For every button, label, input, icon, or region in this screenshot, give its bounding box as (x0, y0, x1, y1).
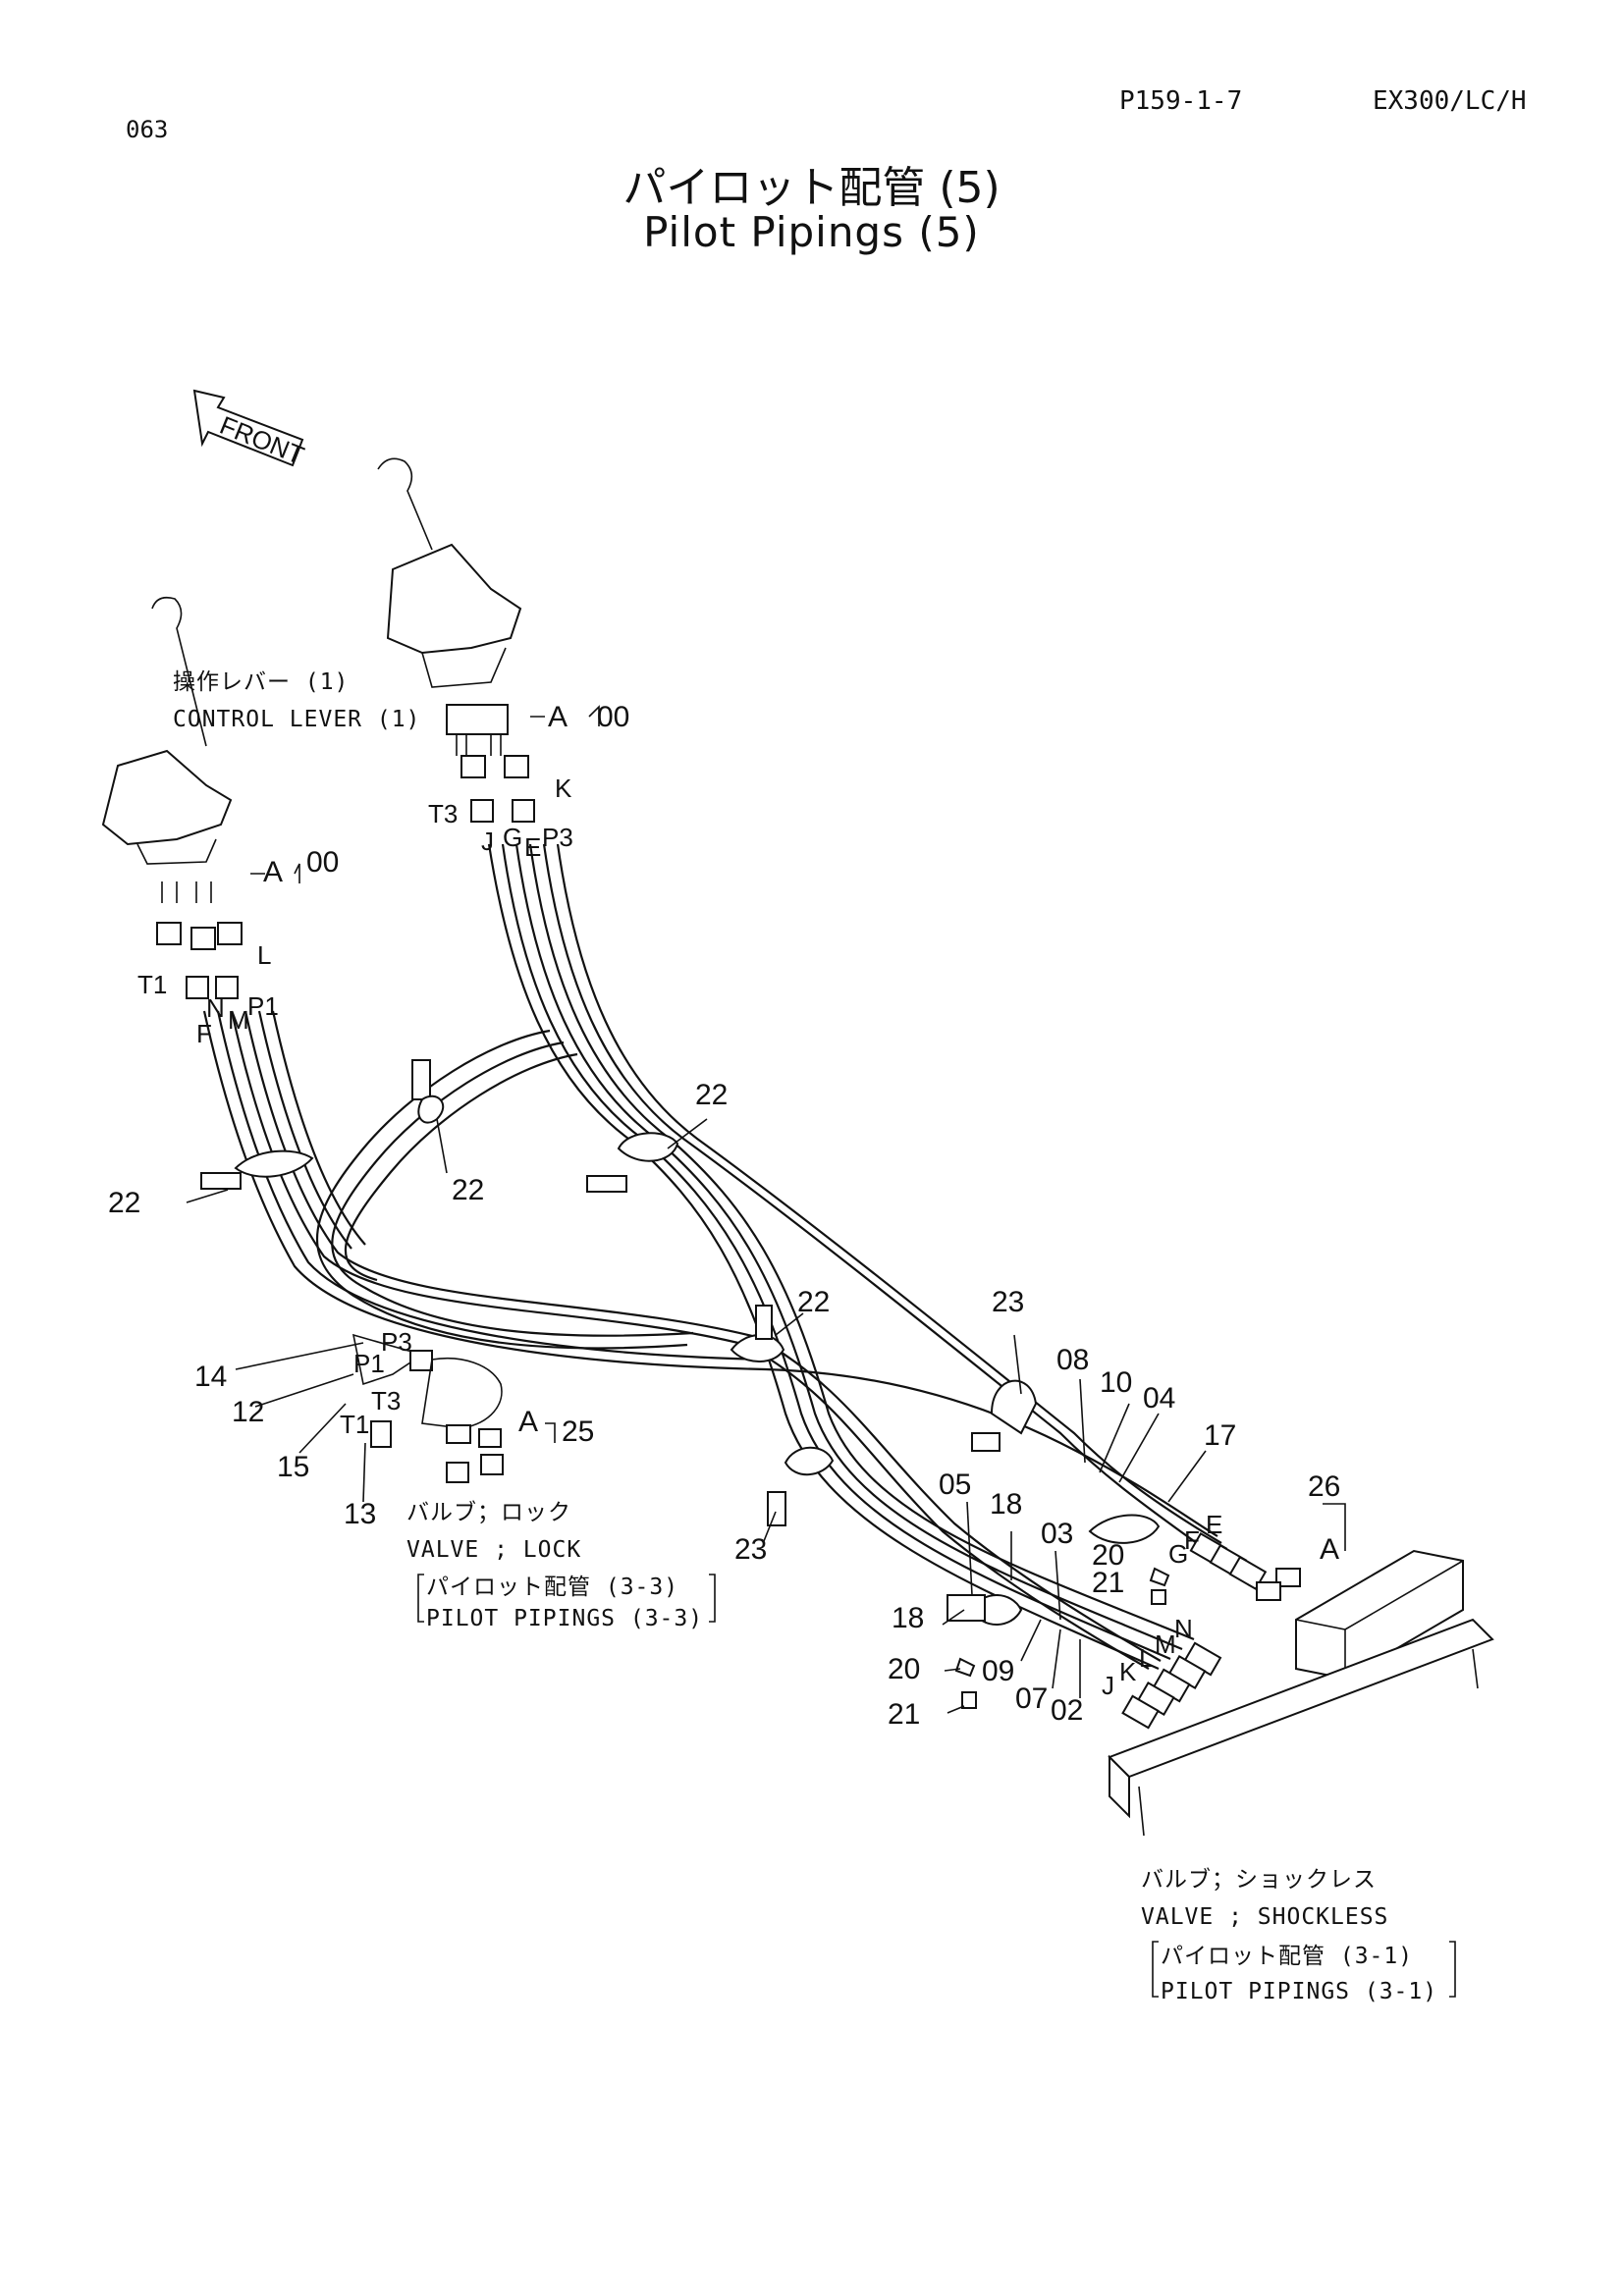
shockless-valve-note: バルブ；ショックレス VALVE ; SHOCKLESS パイロット配管 (3-… (1141, 1867, 1456, 2004)
callout-22-cross: 22 (797, 1286, 830, 1318)
callout-00-right: 00 (597, 701, 629, 733)
callout-22-loop: 22 (452, 1174, 484, 1206)
callout-08: 08 (1056, 1344, 1089, 1376)
page-title-japanese: パイロット配管 (5) (622, 163, 1001, 213)
lock-valve-note: バルブ；ロック VALVE ; LOCK パイロット配管 (3-3) PILOT… (406, 1500, 716, 1631)
shockless-valve-ref-en: PILOT PIPINGS (3-1) (1161, 1979, 1437, 2004)
lock-valve-jp: バルブ；ロック (406, 1500, 571, 1525)
clamps (200, 1059, 1170, 1709)
callout-21-lower: 21 (888, 1698, 920, 1731)
control-lever-note: 操作レバー (1) CONTROL LEVER (1) (173, 669, 420, 732)
port-t3-right: T3 (428, 799, 458, 828)
shockless-valve (1108, 1549, 1494, 1837)
port-m-valve: M (1155, 1629, 1176, 1659)
callout-07: 07 (1015, 1682, 1048, 1715)
callout-15: 15 (277, 1451, 309, 1483)
control-lever-right (377, 457, 535, 823)
control-lever-left (101, 596, 243, 999)
port-k-valve: K (1119, 1657, 1137, 1686)
callout-10: 10 (1100, 1366, 1132, 1399)
port-l-valve: L (1139, 1643, 1153, 1673)
shockless-valve-en: VALVE ; SHOCKLESS (1141, 1904, 1388, 1930)
port-a-lock: A (518, 1406, 538, 1438)
page-number: 063 (126, 116, 169, 143)
port-m-left: M (228, 1005, 249, 1035)
callout-25: 25 (562, 1415, 594, 1448)
callout-17: 17 (1204, 1419, 1236, 1452)
callout-26: 26 (1308, 1470, 1340, 1503)
lock-valve-ref-en: PILOT PIPINGS (3-3) (426, 1606, 703, 1631)
pipe-fittings (1121, 1531, 1301, 1730)
lock-valve-ref-jp: パイロット配管 (3-3) (426, 1575, 678, 1600)
callout-23-upper: 23 (992, 1286, 1024, 1318)
leader-lines (186, 705, 1346, 1714)
lock-valve (352, 1333, 504, 1483)
port-p3-right: P3 (542, 823, 573, 852)
port-n-valve: N (1174, 1614, 1193, 1643)
port-l-left: L (257, 940, 271, 970)
shockless-valve-ref-jp: パイロット配管 (3-1) (1161, 1944, 1413, 1969)
control-lever-jp: 操作レバー (1) (173, 669, 349, 695)
port-j-valve: J (1102, 1671, 1114, 1700)
callout-09: 09 (982, 1655, 1014, 1687)
page-code: P159-1-7 (1119, 86, 1243, 116)
callout-a-right: A (548, 701, 568, 733)
port-p1-lock: P1 (353, 1349, 385, 1378)
callout-a-left: A (263, 856, 283, 888)
callout-20-upper: 20 (1092, 1539, 1124, 1572)
port-a-valve: A (1320, 1533, 1339, 1566)
model-code: EX300/LC/H (1373, 86, 1527, 116)
callout-12: 12 (232, 1396, 264, 1428)
callout-21-upper: 21 (1092, 1567, 1124, 1599)
callout-03: 03 (1041, 1518, 1073, 1550)
callout-18-lower: 18 (892, 1602, 924, 1634)
port-e-right: E (524, 832, 541, 862)
callout-04: 04 (1143, 1382, 1175, 1415)
port-f-left: F (196, 1019, 212, 1048)
callout-14: 14 (194, 1361, 227, 1393)
port-p3-lock: P3 (381, 1327, 412, 1357)
front-label: FRONT (216, 410, 308, 470)
port-k-right: K (555, 774, 572, 803)
port-j-right: J (481, 827, 494, 856)
pipe-bundle-left-lever (202, 1010, 1218, 1670)
page-title-english: Pilot Pipings (5) (643, 208, 980, 256)
port-t1-lock: T1 (340, 1410, 369, 1439)
callout-00-left: 00 (306, 846, 339, 879)
pipe-crossover-loop (316, 1029, 694, 1350)
port-e-valve: E (1206, 1510, 1222, 1539)
shockless-valve-jp: バルブ；ショックレス (1141, 1867, 1377, 1893)
port-g-right: G (503, 823, 522, 852)
callout-13: 13 (344, 1498, 376, 1530)
control-lever-en: CONTROL LEVER (1) (173, 707, 420, 732)
front-arrow-icon: FRONT (192, 389, 308, 470)
callout-22-left: 22 (108, 1187, 140, 1219)
callout-05: 05 (939, 1468, 971, 1501)
lock-valve-en: VALVE ; LOCK (406, 1537, 581, 1563)
port-t3-lock: T3 (371, 1386, 401, 1415)
callout-20-lower: 20 (888, 1653, 920, 1685)
callout-02: 02 (1051, 1694, 1083, 1727)
callout-22-right: 22 (695, 1079, 728, 1111)
port-p1-left: P1 (247, 991, 279, 1021)
port-f-valve: F (1184, 1525, 1200, 1555)
port-t1-left: T1 (137, 970, 167, 999)
port-n-left: N (206, 993, 225, 1023)
callout-23-lower: 23 (734, 1533, 767, 1566)
callout-labels: A 00 T3 K J G E P3 A 00 T1 L F N M P1 22… (108, 701, 1340, 1731)
port-g-valve: G (1168, 1539, 1188, 1569)
callout-18-upper: 18 (990, 1488, 1022, 1521)
